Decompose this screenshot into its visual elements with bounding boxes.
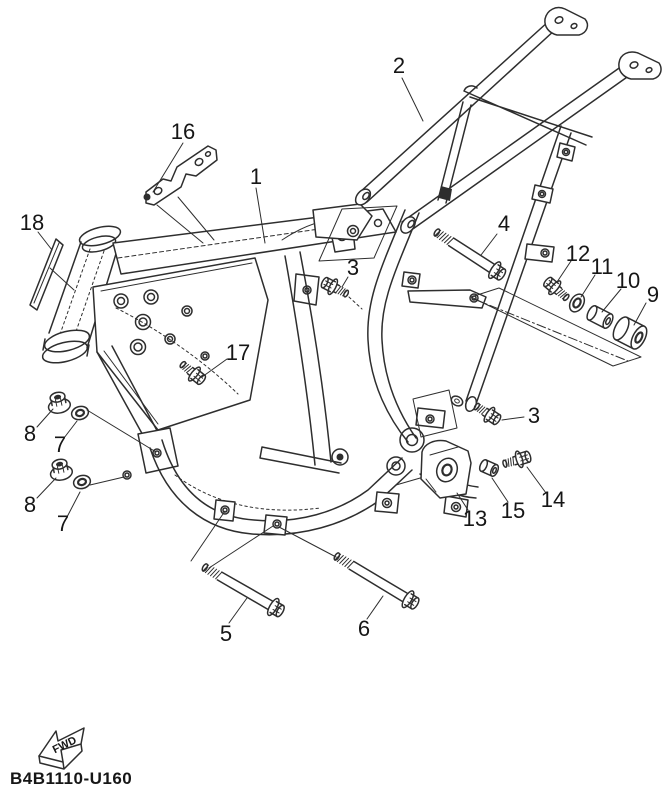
strip-part-18	[29, 238, 75, 311]
callout-3b: 3	[528, 403, 540, 428]
callout-6: 6	[358, 616, 370, 641]
callout-17: 17	[226, 340, 250, 365]
bolt-part-14	[502, 450, 532, 469]
bolt-part-5	[201, 563, 285, 618]
callout-18: 18	[20, 210, 44, 235]
callout-8a: 8	[24, 421, 36, 446]
bolt-part-12	[543, 276, 570, 302]
collar-part-15	[478, 458, 500, 478]
callout-9: 9	[647, 282, 659, 307]
nut-part-8a	[47, 391, 72, 414]
bolt-part-17	[179, 360, 207, 386]
bolt-part-3b	[473, 402, 502, 426]
callout-3a: 3	[347, 255, 359, 280]
washer-near-bolt-3b	[450, 395, 464, 407]
callout-8b: 8	[24, 492, 36, 517]
bracket-part-13	[420, 439, 472, 499]
callout-5: 5	[220, 621, 232, 646]
callout-13: 13	[463, 506, 487, 531]
callout-14: 14	[541, 487, 565, 512]
callout-10: 10	[616, 268, 640, 293]
callout-12: 12	[566, 241, 590, 266]
callout-4: 4	[498, 211, 510, 236]
washer-part-11	[568, 293, 586, 313]
callout-2: 2	[393, 53, 405, 78]
callout-11: 11	[591, 254, 614, 279]
phantom-plane-lines	[190, 205, 642, 569]
subframe-part	[354, 6, 662, 413]
callout-1: 1	[250, 164, 262, 189]
bolt-part-4	[433, 228, 507, 281]
collar-part-10	[586, 305, 614, 329]
callout-numbers: 1 2 3 3 4 5 6 7 7 8 8 9 10 11 12 13 14 1…	[20, 53, 659, 646]
damper-part-9	[612, 316, 648, 350]
callout-16: 16	[171, 119, 195, 144]
fwd-arrow-icon: FWD	[38, 727, 85, 770]
washer-part-7a	[70, 405, 90, 421]
callout-7a: 7	[54, 432, 66, 457]
diagram-code: B4B1110-U160	[10, 769, 132, 788]
bracket-part-16	[143, 145, 218, 206]
callout-7b: 7	[57, 511, 69, 536]
frame-part	[41, 203, 487, 536]
washer-part-7b	[72, 474, 92, 490]
callout-15: 15	[501, 498, 525, 523]
nut-part-8b	[49, 458, 74, 481]
callout-leader-lines	[36, 77, 647, 624]
bolt-part-6	[333, 552, 420, 610]
